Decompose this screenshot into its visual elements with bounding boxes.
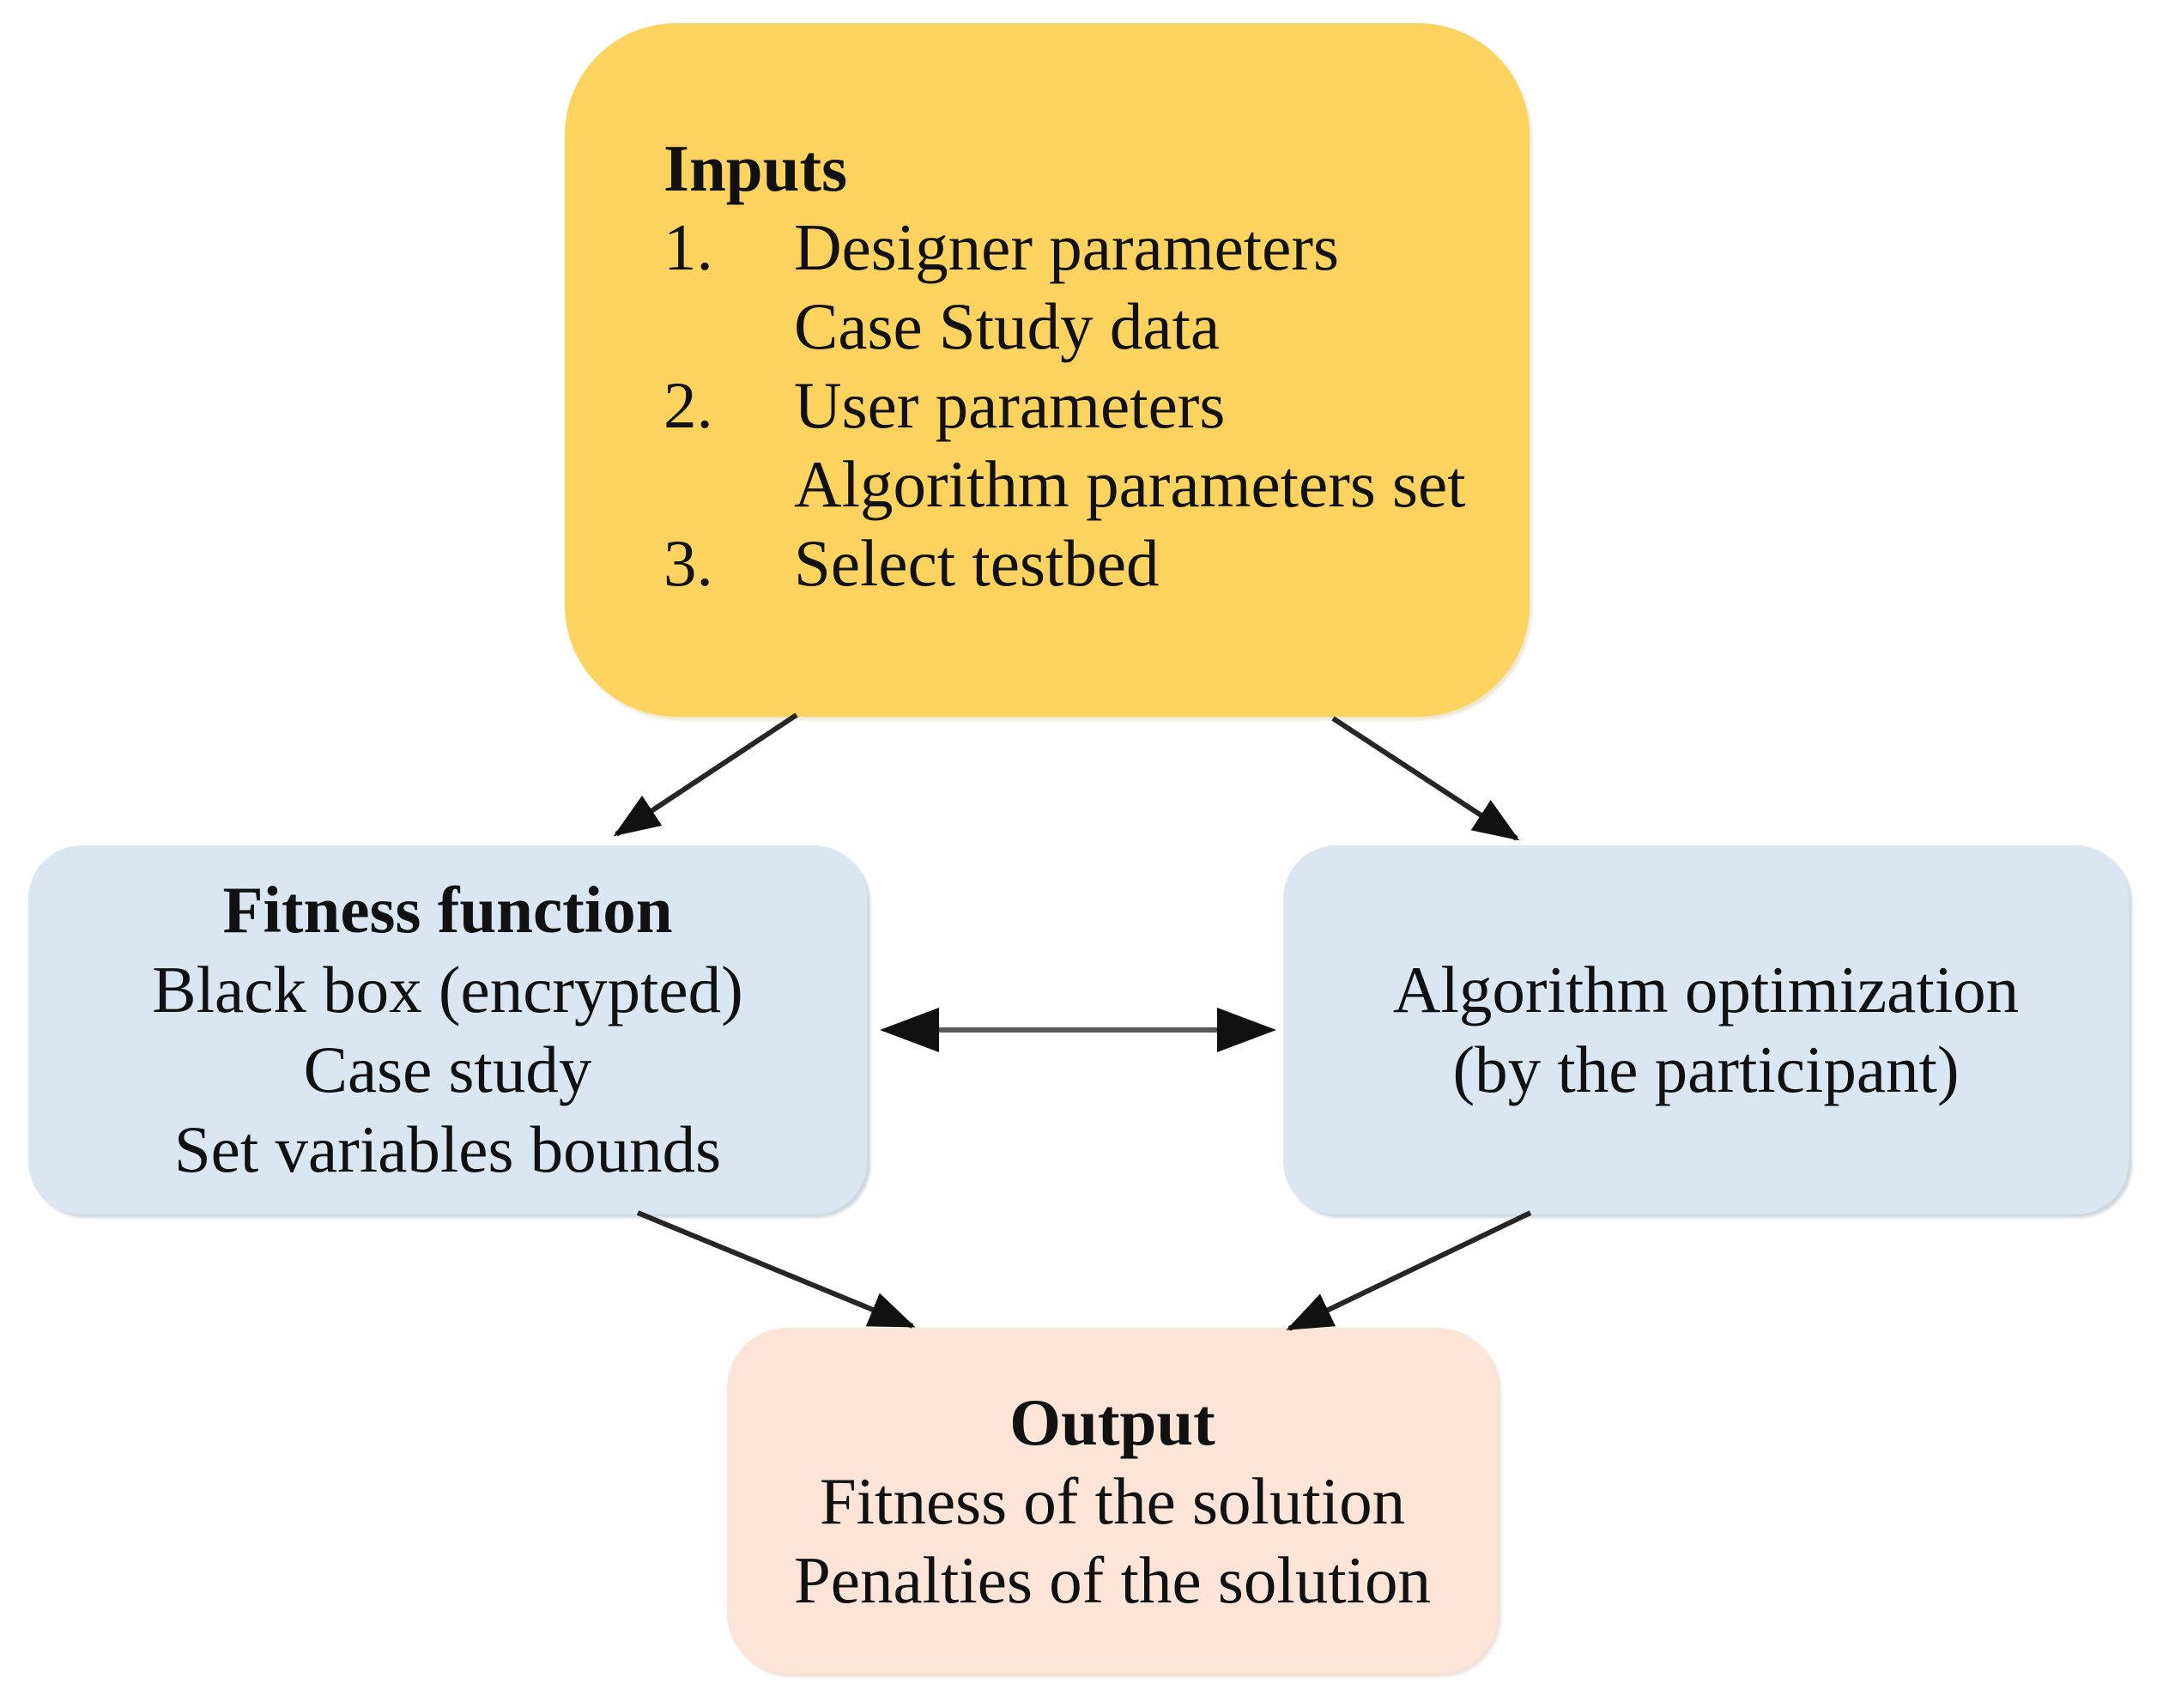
inputs-box: Inputs 1. Designer parameters Case Study… <box>565 23 1530 717</box>
arrow-inputs-to-algorithm <box>1331 716 1520 841</box>
inputs-list-row: 2. User parameters <box>663 366 1495 445</box>
list-number: 3. <box>663 526 713 600</box>
inputs-list-row: 1. Designer parameters <box>663 208 1495 287</box>
list-text: Designer parameters <box>794 210 1339 284</box>
algorithm-box-line: (by the participant) <box>1452 1033 1960 1106</box>
arrow-algorithm-to-output <box>1286 1210 1532 1331</box>
algorithm-box-line: Algorithm optimization <box>1392 953 2020 1027</box>
list-number <box>663 445 794 524</box>
list-text: Select testbed <box>794 526 1160 600</box>
inputs-list-row: 3. Select testbed <box>663 524 1495 603</box>
list-text: User parameters <box>794 368 1226 442</box>
algorithm-optimization-box: Algorithm optimization (by the participa… <box>1283 845 2129 1214</box>
list-text: Case Study data <box>794 289 1221 363</box>
list-text: Algorithm parameters set <box>794 447 1466 521</box>
fitness-box-title: Fitness function <box>222 873 673 947</box>
list-number: 2. <box>663 368 713 442</box>
arrow-fitness-to-output <box>636 1210 916 1329</box>
output-box-line: Penalties of the solution <box>793 1542 1432 1617</box>
arrow-fitness-algorithm-bidirectional <box>880 1008 1276 1052</box>
inputs-list-row: Algorithm parameters set <box>663 445 1495 524</box>
fitness-box-line: Black box (encrypted) <box>152 953 743 1027</box>
list-number <box>663 287 794 366</box>
inputs-list-row: Case Study data <box>663 287 1495 366</box>
fitness-box-line: Set variables bounds <box>173 1112 722 1186</box>
arrow-inputs-to-fitness <box>613 712 798 837</box>
fitness-box-line: Case study <box>303 1033 592 1106</box>
output-box-line: Fitness of the solution <box>819 1463 1406 1538</box>
inputs-box-title: Inputs <box>663 131 848 205</box>
output-box: Output Fitness of the solution Penalties… <box>727 1328 1498 1674</box>
fitness-function-box: Fitness function Black box (encrypted) C… <box>28 845 867 1214</box>
list-number: 1. <box>663 210 713 284</box>
output-box-title: Output <box>1009 1384 1215 1459</box>
